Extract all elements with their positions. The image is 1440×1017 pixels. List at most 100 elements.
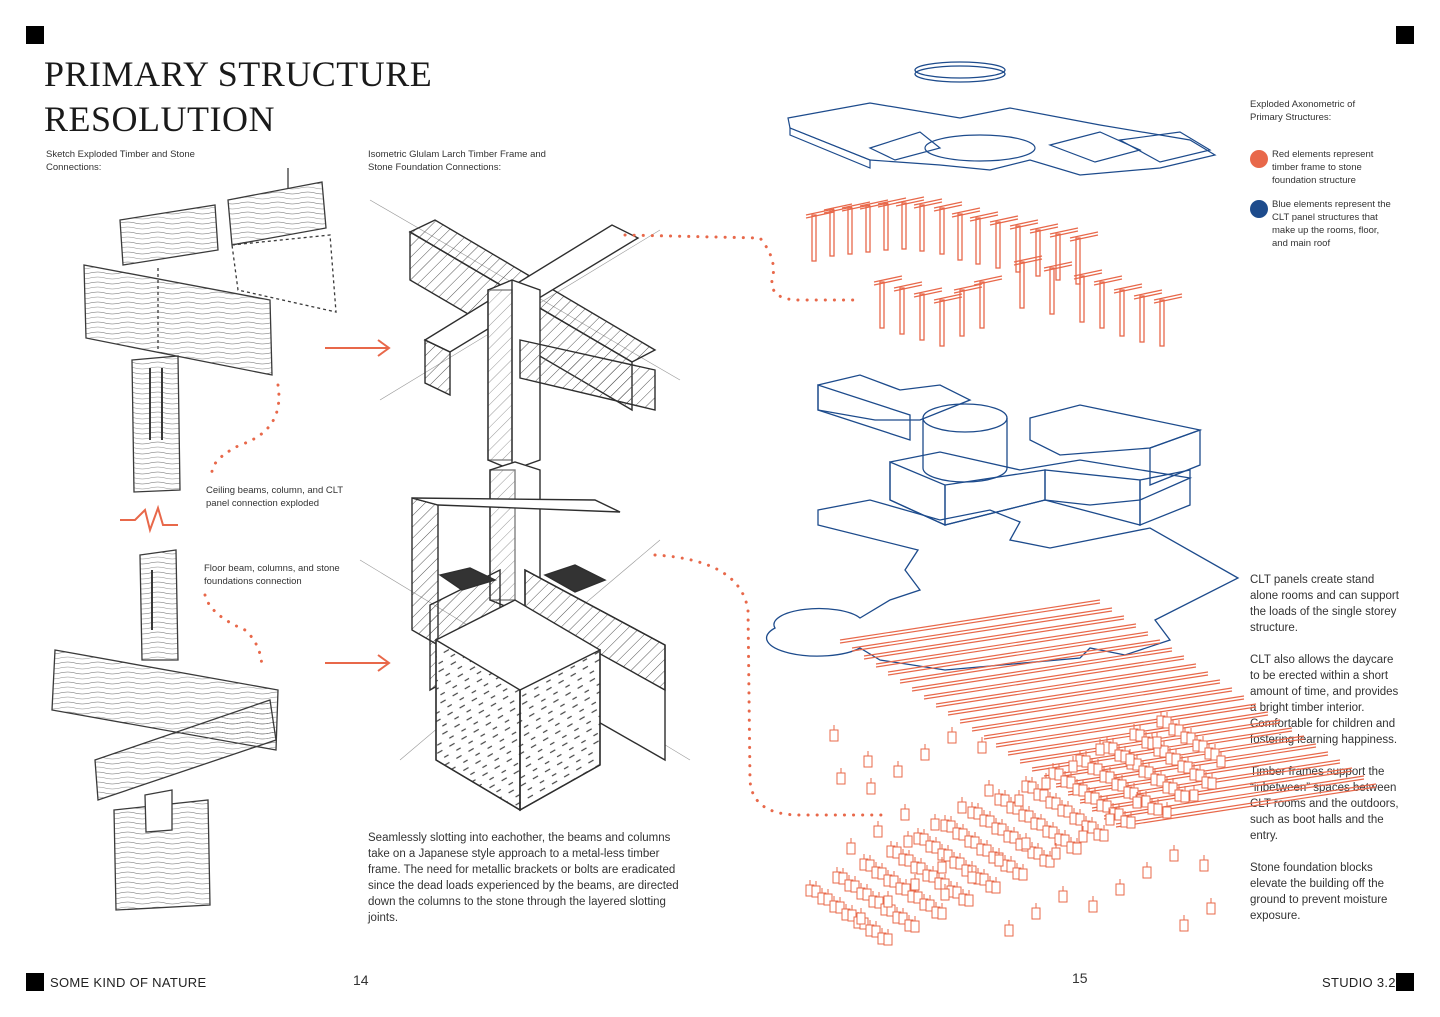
- page-title: PRIMARY STRUCTURE RESOLUTION: [44, 52, 504, 142]
- stone-foundation-block: [836, 768, 846, 785]
- axo-roof-panels: [787, 102, 1217, 176]
- axo-clt-floor: [765, 499, 1240, 671]
- stone-foundation-block: [952, 882, 962, 899]
- timber-frame-post: [1133, 289, 1163, 343]
- stone-foundation-block: [900, 804, 910, 821]
- page-number-right: 15: [1072, 970, 1088, 986]
- legend-blue-dot: [1250, 200, 1268, 218]
- stone-foundation-block: [1117, 775, 1127, 792]
- timber-frame-post: [913, 287, 943, 341]
- stone-foundation-block: [850, 876, 860, 893]
- timber-floor-beam: [899, 642, 1161, 684]
- stone-foundation-block: [835, 897, 845, 914]
- sketch-ceiling-connection: [83, 168, 337, 493]
- stone-foundation-block: [1066, 772, 1076, 789]
- stone-foundation-block: [892, 842, 902, 859]
- stone-foundation-block: [1093, 759, 1103, 776]
- stone-foundation-block: [1078, 780, 1088, 797]
- stone-foundation-block: [1031, 903, 1041, 920]
- stone-foundation-block: [1180, 786, 1190, 803]
- legend-red-text: Red elements represent timber frame to s…: [1272, 149, 1374, 186]
- stone-foundation-block: [1087, 817, 1097, 834]
- description-paragraph: Seamlessly slotting into eachother, the …: [368, 832, 679, 924]
- stone-foundation-block: [940, 884, 950, 901]
- stone-foundation-block: [1114, 804, 1124, 821]
- stone-foundation-block: [1108, 738, 1118, 755]
- dotted-connector: [203, 593, 264, 672]
- stone-foundation-block: [1102, 796, 1112, 813]
- timber-floor-beam: [887, 631, 1149, 673]
- stone-foundation-block: [846, 838, 856, 855]
- isometric-timber-frame: [359, 199, 691, 812]
- timber-frame-post: [893, 281, 923, 335]
- caption-floor-connection: Floor beam, columns, and stone foundatio…: [204, 563, 340, 587]
- stone-foundation-block: [1105, 809, 1115, 826]
- axo-stone-foundation-blocks: [805, 711, 1226, 946]
- timber-floor-beam: [851, 610, 1113, 652]
- stone-foundation-block: [1048, 822, 1058, 839]
- timber-frame-post: [1009, 219, 1039, 273]
- stone-foundation-block: [1081, 751, 1091, 768]
- timber-floor-beam: [947, 674, 1209, 716]
- legend-red-dot: [1250, 150, 1268, 168]
- dotted-connector: [653, 553, 887, 817]
- caption-axonometric: Exploded Axonometric of Primary Structur…: [1250, 99, 1356, 123]
- stone-foundation-block: [943, 845, 953, 862]
- stone-foundation-block: [985, 811, 995, 828]
- timber-floor-beam: [971, 687, 1233, 729]
- stone-foundation-block: [977, 737, 987, 754]
- stone-foundation-block: [1060, 830, 1070, 847]
- legend-blue-text: Blue elements represent the CLT panel st…: [1272, 199, 1391, 249]
- timber-floor-beam: [911, 647, 1173, 689]
- stone-foundation-block: [823, 889, 833, 906]
- stone-foundation-block: [1186, 728, 1196, 745]
- stone-foundation-block: [1000, 790, 1010, 807]
- stone-foundation-block: [1162, 802, 1172, 819]
- stone-foundation-block: [829, 725, 839, 742]
- stone-foundation-block: [928, 866, 938, 883]
- page-title-line-2: RESOLUTION: [44, 99, 275, 139]
- timber-floor-beam: [983, 698, 1245, 740]
- stone-foundation-block: [1036, 814, 1046, 831]
- stone-foundation-block: [893, 761, 903, 778]
- stone-foundation-block: [1063, 801, 1073, 818]
- axo-timber-beams-lower: [839, 599, 1377, 828]
- stone-foundation-block: [1171, 749, 1181, 766]
- stone-foundation-block: [1183, 757, 1193, 774]
- timber-frame-post: [1029, 223, 1059, 277]
- stone-foundation-block: [1068, 756, 1078, 773]
- stone-foundation-block: [1198, 736, 1208, 753]
- footer-left-title: SOME KIND OF NATURE: [50, 975, 207, 990]
- timber-frame-post: [1113, 283, 1143, 337]
- stone-foundation-block: [1125, 749, 1135, 766]
- stone-foundation-block: [1199, 855, 1209, 872]
- stone-foundation-block: [1054, 764, 1064, 781]
- stone-foundation-block: [1132, 792, 1142, 809]
- stone-foundation-block: [903, 831, 913, 848]
- stone-foundation-block: [874, 892, 884, 909]
- timber-floor-beam: [887, 634, 1149, 676]
- timber-floor-beam: [839, 602, 1101, 644]
- timber-floor-beam: [935, 666, 1197, 708]
- timber-frame-post: [1069, 231, 1099, 285]
- stone-foundation-block: [877, 863, 887, 880]
- stone-foundation-block: [997, 819, 1007, 836]
- stone-foundation-block: [1144, 762, 1154, 779]
- stone-foundation-block: [1152, 732, 1162, 749]
- axo-timber-frames-upper: [805, 196, 1183, 347]
- stone-foundation-block: [863, 751, 873, 768]
- stone-foundation-block: [1169, 845, 1179, 862]
- timber-floor-beam: [1103, 778, 1365, 820]
- timber-frame-post: [859, 199, 889, 253]
- timber-floor-beam: [935, 663, 1197, 705]
- stone-foundation-block: [970, 832, 980, 849]
- stone-foundation-block: [920, 744, 930, 761]
- corner-mark-top-left: [26, 26, 44, 44]
- timber-frame-post: [933, 201, 963, 255]
- corner-mark-top-right: [1396, 26, 1414, 44]
- corner-mark-bottom-right: [1396, 973, 1414, 991]
- stone-foundation-block: [947, 727, 957, 744]
- stone-foundation-block: [1006, 856, 1016, 873]
- side-text: CLT panels create stand alone rooms and …: [1250, 572, 1400, 940]
